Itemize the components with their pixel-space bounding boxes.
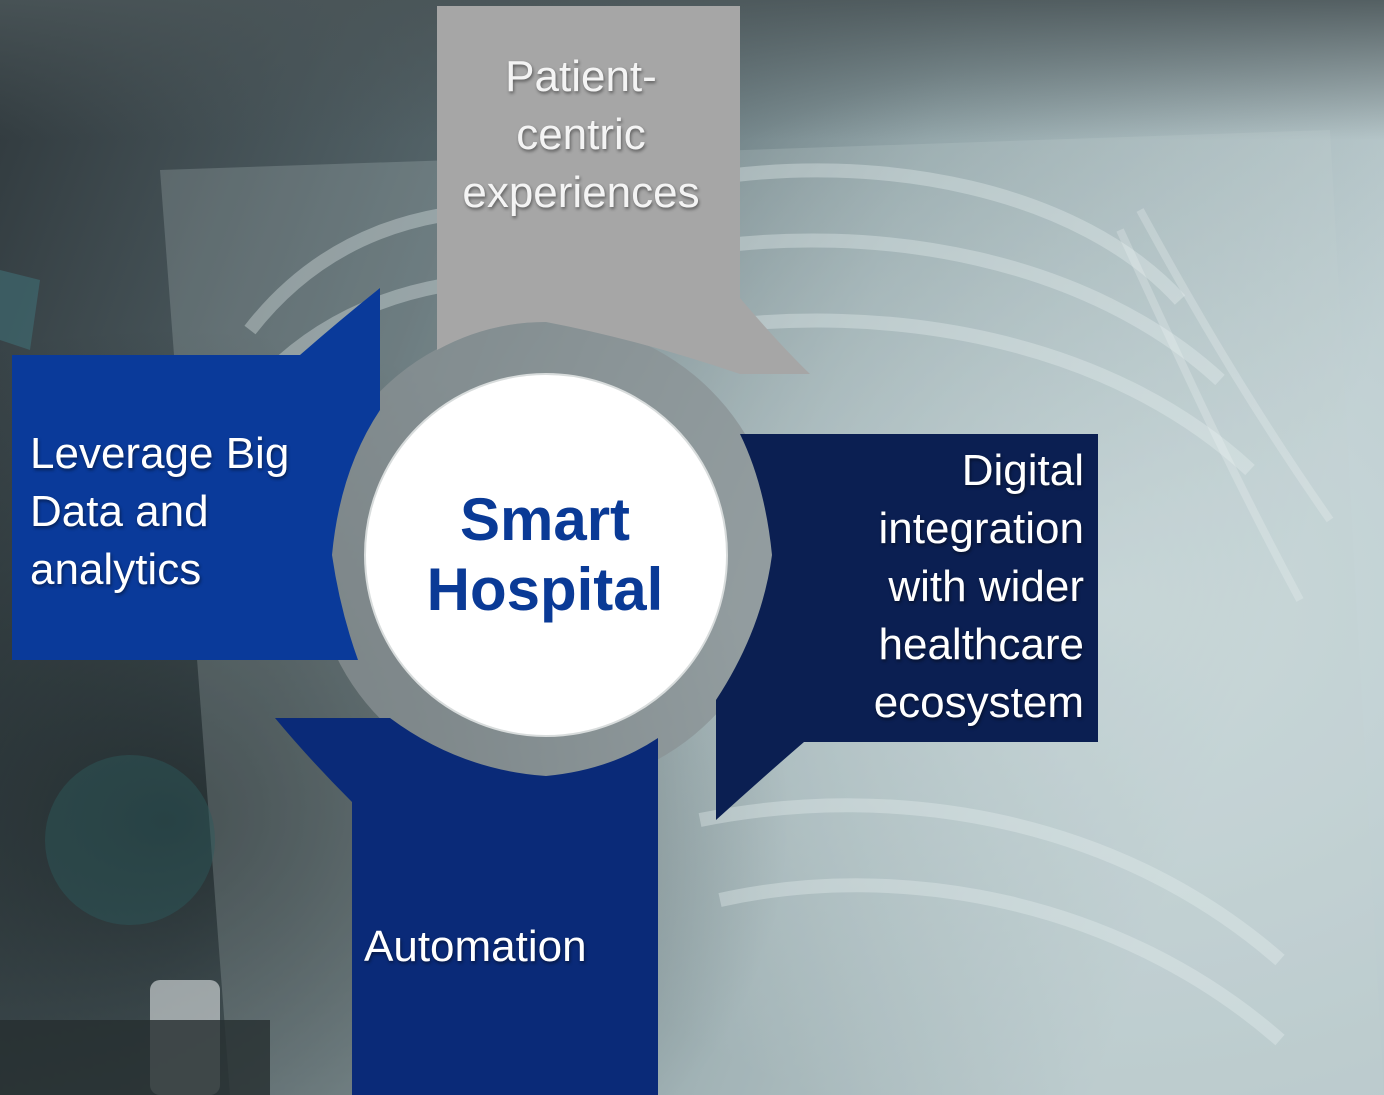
segment-right-line: Digital [961,446,1084,495]
segment-right-line: with wider [888,562,1084,611]
segment-right-line: ecosystem [873,678,1084,727]
center-title-line1: Smart [459,486,631,553]
segment-bottom-shape [275,718,658,1095]
segment-right-line: healthcare [878,620,1084,669]
segment-right-line: integration [878,504,1084,553]
segment-top-line: experiences [462,168,700,217]
segment-top-line: Patient- [505,52,657,101]
segment-left-line: Leverage Big [30,429,290,478]
center-title: Smart Hospital [366,376,724,734]
segment-top-line: centric [516,110,646,159]
segment-top-shape [437,6,810,374]
segment-right-shape [716,434,1098,820]
segment-left-shape [12,288,380,660]
segment-left-label: Leverage Big Data and analytics [30,425,330,599]
segment-bottom-line: Automation [364,922,587,971]
center-title-line2: Hospital [426,556,664,623]
segment-left-line: analytics [30,545,202,594]
segment-top-label: Patient- centric experiences [437,48,725,222]
center-circle [364,373,728,737]
segment-right-label: Digital integration with wider healthcar… [800,442,1084,732]
segment-bottom-label: Automation [352,918,652,976]
segment-left-line: Data and [30,487,209,536]
